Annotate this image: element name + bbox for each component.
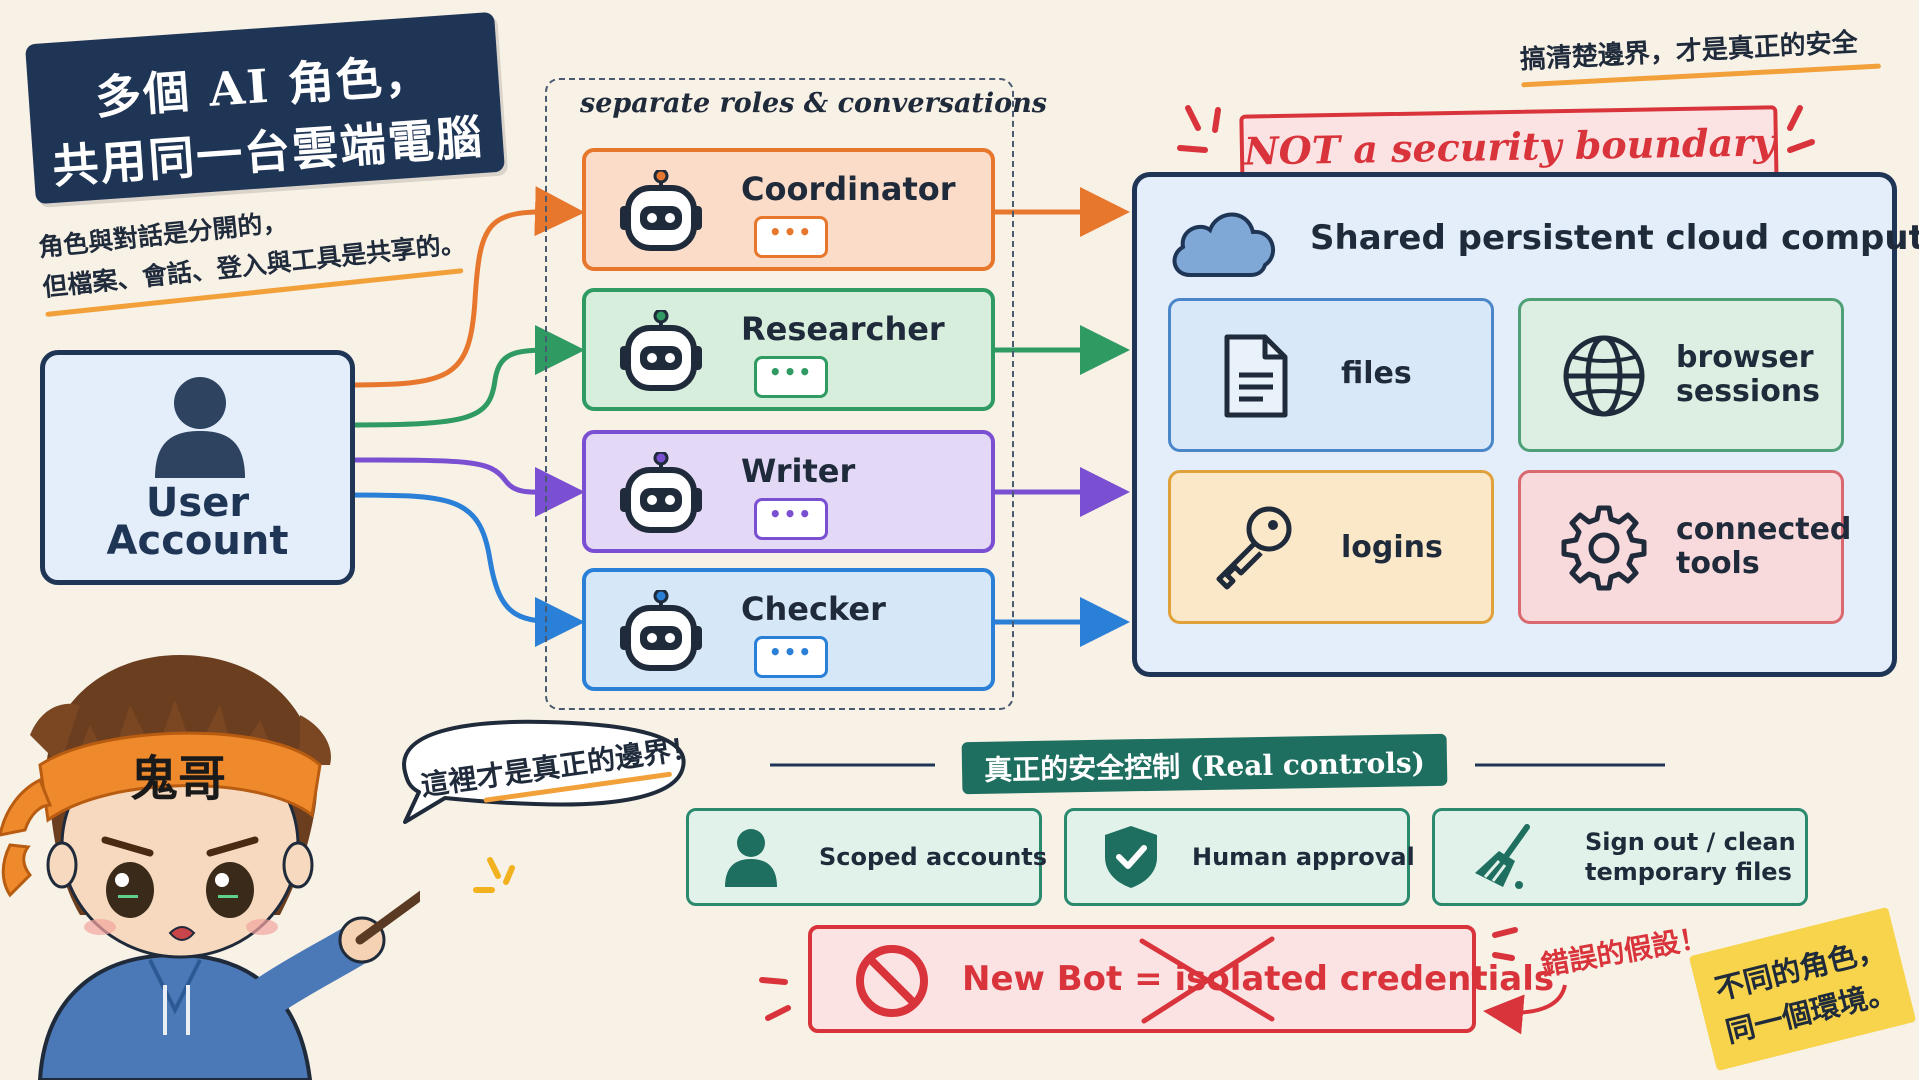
broom-icon [1475,824,1530,889]
robot-icon [620,310,702,391]
chat-bubble-icon: ••• [754,216,828,258]
roles-group [545,78,1014,710]
mascot-character: 鬼哥 [0,655,420,1080]
role-name: Researcher [741,310,945,348]
resource-browser-label: browser sessions [1676,341,1820,409]
user-label-line-1: User [145,480,250,526]
control-signout-label-1: Sign out / clean [1585,828,1796,856]
resource-files-label: files [1341,356,1412,391]
control-signout-label-2: temporary files [1585,858,1792,886]
robot-icon [620,452,702,533]
prohibited-icon [856,945,928,1017]
resource-connected-tools: connected tools [1518,470,1851,624]
cloud-icon [1172,212,1275,277]
resource-browser-sessions: browser sessions [1518,298,1844,452]
arrow-user-coordinator [344,186,585,388]
resource-logins: logins [1168,470,1494,624]
control-approval-label: Human approval [1192,843,1415,871]
role-card-writer: Writer ••• [582,430,995,553]
resource-logins-label: logins [1341,530,1443,565]
role-card-coordinator: Coordinator ••• [582,148,995,271]
headband-text: 鬼哥 [130,751,226,807]
chat-bubble-icon: ••• [754,636,828,678]
speech-bubble [402,719,686,824]
role-card-researcher: Researcher ••• [582,288,995,411]
chat-bubble-icon: ••• [754,498,828,540]
key-icon [1216,506,1292,590]
user-icon [725,829,777,887]
user-label-line-2: Account [106,518,289,564]
cross-out-mark [1139,936,1275,1024]
chat-bubble-icon: ••• [754,356,828,398]
pointer-spark-marks [473,857,515,893]
resource-files: files [1168,298,1494,452]
user-account-box: User Account [40,350,355,585]
burst-marks-myth [759,927,1518,1021]
burst-marks-left [1177,105,1221,153]
not-boundary-text: NOT a security boundary [1243,119,1776,174]
arrow-user-checker [344,492,585,647]
arrow-user-researcher [344,324,585,428]
resource-tools-label-1: connected [1676,512,1852,547]
globe-icon [1563,335,1645,417]
resource-tools-label: connected tools [1676,513,1851,581]
myth-text: New Bot = isolated credentials [962,959,1555,999]
controls-banner: 真正的安全控制 (Real controls) [961,733,1448,795]
controls-header: 真正的安全控制 (Real controls) [983,746,1426,787]
roles-header: separate roles & conversations [580,88,1048,119]
resource-browser-label-2: sessions [1676,374,1821,409]
shield-check-icon [1105,826,1157,888]
control-scoped-label: Scoped accounts [819,843,1048,871]
arrow-myth-note [1483,984,1567,1035]
control-human-approval: Human approval [1064,808,1415,906]
resource-tools-label-2: tools [1676,546,1760,581]
role-name: Coordinator [741,170,956,208]
control-signout-label: Sign out / clean temporary files [1585,827,1796,887]
gear-icon [1561,505,1647,591]
user-icon [155,377,245,478]
robot-icon [620,170,702,251]
role-name: Checker [741,590,886,628]
control-sign-out-clean: Sign out / clean temporary files [1432,808,1808,906]
burst-marks-right [1787,105,1815,153]
role-name: Writer [741,452,856,490]
resource-browser-label-1: browser [1676,340,1814,375]
cloud-title: Shared persistent cloud computer [1310,218,1919,258]
control-scoped-accounts: Scoped accounts [686,808,1047,906]
file-icon [1224,334,1288,418]
role-card-checker: Checker ••• [582,568,995,691]
robot-icon [620,590,702,671]
myth-box: New Bot = isolated credentials [808,925,1554,1033]
arrow-user-writer [344,457,585,518]
